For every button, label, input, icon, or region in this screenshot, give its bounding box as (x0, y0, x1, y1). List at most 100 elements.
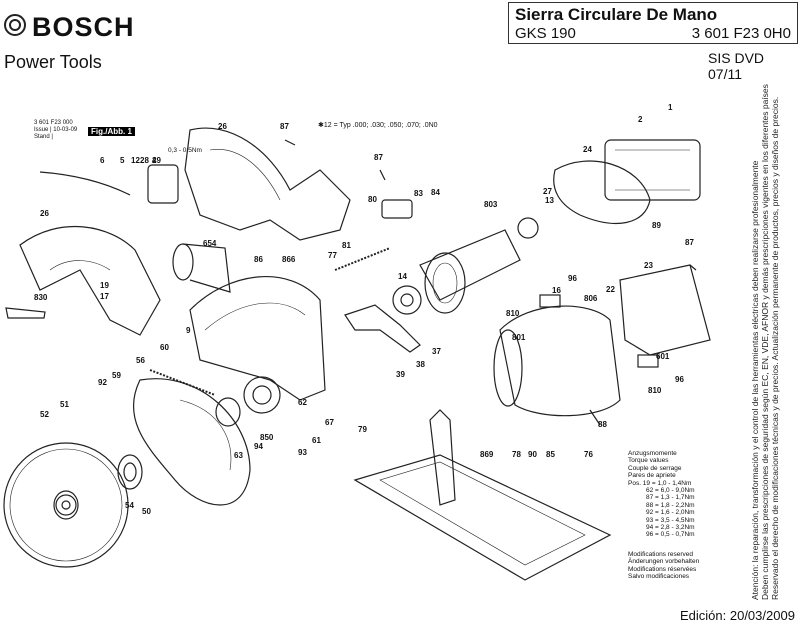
part-label: 830 (34, 293, 48, 302)
modifications-note: Modifications reserved Änderungen vorbeh… (628, 551, 699, 581)
bosch-logo-icon (4, 14, 26, 36)
part-label: 93 (298, 448, 307, 457)
hex-wrench (5, 307, 46, 319)
part-label: 22 (606, 285, 615, 294)
rear-handle (19, 225, 161, 336)
part-label: 52 (40, 410, 49, 419)
part-label: 80 (368, 195, 377, 204)
part-label: 869 (480, 450, 494, 459)
part-label: 79 (358, 425, 367, 434)
part-label: 12 (131, 156, 140, 165)
id-issue: Issue | 10-03-09 (34, 127, 78, 133)
part-label: 78 (512, 450, 521, 459)
part-label: 810 (506, 309, 520, 318)
torque-line: Anzugsmomente (628, 450, 677, 457)
bearing-left (392, 285, 422, 315)
id-number: 3 601 F23 000 (34, 120, 73, 126)
switch (147, 164, 179, 204)
part-label: 16 (552, 286, 561, 295)
document-title: Sierra Circulare De Mano (515, 5, 718, 24)
part-label: 803 (484, 200, 498, 209)
brand-name: BOSCH (32, 12, 135, 42)
knob (381, 199, 413, 219)
end-cap (619, 264, 711, 356)
armature (419, 229, 521, 314)
part-label: 801 (512, 333, 526, 342)
part-label: 39 (396, 370, 405, 379)
torque-line: 96 = 0,5 - 0,7Nm (646, 531, 695, 539)
part-label: 89 (652, 221, 661, 230)
mod-line: Salvo modificaciones (628, 573, 690, 581)
mod-line: Modifications reserved (628, 551, 694, 558)
torque-line: 92 = 1,6 - 2,0Nm (646, 509, 695, 517)
part-label: 92 (98, 378, 107, 387)
part-label: 87 (280, 122, 289, 131)
part-label: 850 (260, 433, 274, 442)
part-label: 96 (675, 375, 684, 384)
id-stand: Stand | (34, 134, 53, 140)
part-label: 81 (342, 241, 351, 250)
mod-line: Änderungen vorbehalten (628, 558, 700, 566)
torque-table: Anzugsmomente Torque values Couple de se… (628, 450, 695, 539)
lower-guard (132, 378, 251, 506)
torque-line: Couple de serrage (628, 464, 682, 472)
torque-line: 93 = 3,5 - 4,5Nm (646, 516, 695, 524)
part-label: 86 (254, 255, 263, 264)
figure-tag: Fig./Abb. 1 (88, 127, 135, 136)
part-label: 51 (60, 400, 69, 409)
part-label: 87 (685, 238, 694, 247)
part-label: 50 (142, 507, 151, 516)
part-label: 866 (282, 255, 296, 264)
brush-holder (182, 243, 231, 293)
part-label: 38 (416, 360, 425, 369)
part-label: 1 (668, 103, 673, 112)
part-label: 60 (160, 343, 169, 352)
torque-note: 0,3 - 0,5Nm (168, 147, 202, 154)
part-label: 14 (398, 272, 407, 281)
part-label: 76 (584, 450, 593, 459)
part-label: 54 (125, 501, 134, 510)
field-coil (604, 139, 701, 201)
part-label: 6 (100, 156, 105, 165)
part-label: 90 (528, 450, 537, 459)
title-box: Sierra Circulare De Mano GKS 190 3 601 F… (508, 2, 798, 44)
part-label: 19 (100, 281, 109, 290)
part-label: 29 (152, 156, 161, 165)
part-labels: 1 2 4 5 6 9 12 13 14 16 17 19 22 23 24 2… (34, 103, 694, 516)
brush-holder-810b (637, 354, 659, 368)
part-label: 810 (648, 386, 662, 395)
disclaimer-line: Deben cumplirse las prescripciones de se… (760, 84, 770, 600)
torque-line: 88 = 1,8 - 2,2Nm (646, 501, 695, 509)
bearing-right (517, 217, 539, 239)
torque-line: 94 = 2,8 - 3,2Nm (646, 524, 695, 532)
part-label: 67 (325, 418, 334, 427)
part-label: 63 (234, 451, 243, 460)
part-label: 59 (112, 371, 121, 380)
torque-line: 87 = 1,3 - 1,7Nm (646, 494, 695, 502)
parallel-guide (429, 409, 456, 506)
torque-line: 62 = 6,0 - 9,0Nm (646, 487, 695, 495)
part-label: 2 (638, 115, 643, 124)
base-plate (353, 454, 612, 581)
edition-date: Edición: 20/03/2009 (680, 608, 795, 623)
fan-shroud (553, 160, 651, 224)
part-label: 56 (136, 356, 145, 365)
spring (149, 369, 216, 396)
part-label: 94 (254, 442, 263, 451)
part-label: 601 (656, 352, 670, 361)
saw-blade (3, 442, 129, 568)
mod-line: Modifications réservées (628, 565, 697, 573)
part-label: 27 (543, 187, 552, 196)
division-name: Power Tools (4, 52, 102, 72)
depth-lever (344, 304, 421, 353)
part-label: 5 (120, 156, 125, 165)
part-number: 3 601 F23 0H0 (691, 25, 791, 42)
id-block: 3 601 F23 000 Issue | 10-03-09 Stand | (34, 120, 77, 141)
part-label: 24 (583, 145, 592, 154)
part-label: 77 (328, 251, 337, 260)
upper-guard (189, 276, 326, 401)
torque-line: Torque values (628, 457, 669, 465)
part-label: 654 (203, 239, 217, 248)
sis-version: SIS DVD 07/11 (708, 50, 765, 82)
